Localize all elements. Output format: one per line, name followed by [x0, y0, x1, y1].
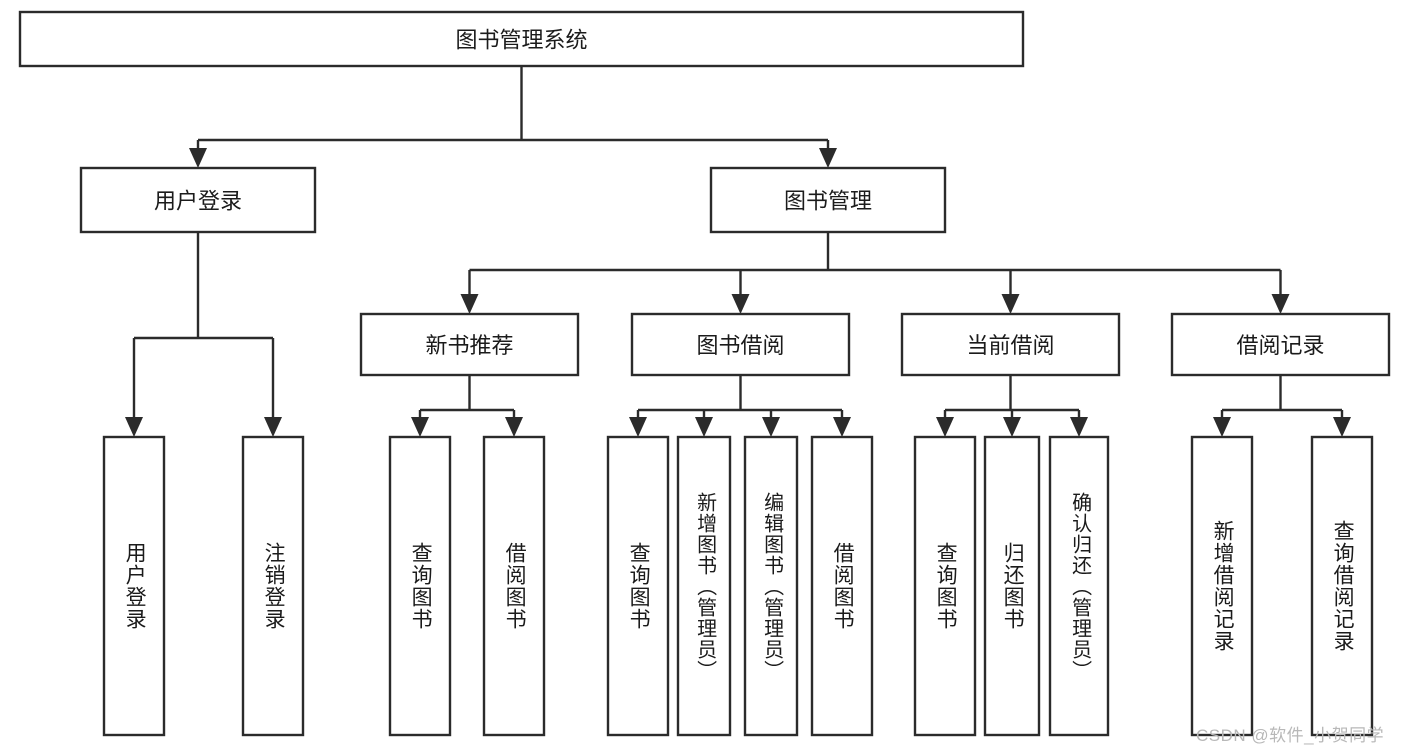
node-box-leaf-borrow-book[interactable] [810, 435, 874, 737]
arrow-head-icon [1333, 417, 1351, 437]
arrow-head-icon [695, 417, 713, 437]
node-label-current-borrow: 当前借阅 [966, 333, 1054, 358]
node-box-leaf-add-book[interactable] [676, 435, 732, 737]
node-box-book-borrow[interactable] [630, 312, 851, 377]
arrow-head-icon [833, 417, 851, 437]
arrow-head-icon [1003, 417, 1021, 437]
arrow-head-icon [189, 148, 207, 168]
node-box-borrow-record[interactable] [1170, 312, 1391, 377]
node-box-root[interactable] [18, 10, 1025, 68]
arrow-head-icon [1001, 294, 1020, 314]
node-label-new-book-rec: 新书推荐 [425, 333, 513, 358]
node-boxes-layer [18, 10, 1391, 737]
node-label-book-borrow: 图书借阅 [696, 333, 784, 358]
node-box-leaf-borrow-book-rec[interactable] [482, 435, 546, 737]
node-box-leaf-query-record[interactable] [1310, 435, 1374, 737]
arrow-head-icon [629, 417, 647, 437]
node-label-root: 图书管理系统 [455, 28, 587, 53]
node-label-borrow-record: 借阅记录 [1236, 333, 1324, 358]
node-box-leaf-query-book-cur[interactable] [913, 435, 977, 737]
node-box-book-manage[interactable] [709, 166, 947, 234]
arrow-head-icon [505, 417, 523, 437]
node-box-leaf-confirm-return[interactable] [1048, 435, 1110, 737]
node-box-leaf-logout[interactable] [241, 435, 305, 737]
watermark-text: CSDN @软件_小贺同学 [1196, 726, 1385, 745]
node-box-leaf-query-book-rec[interactable] [388, 435, 452, 737]
node-box-current-borrow[interactable] [900, 312, 1121, 377]
arrow-head-icon [762, 417, 780, 437]
arrow-head-icon [125, 417, 143, 437]
node-box-leaf-query-book[interactable] [606, 435, 670, 737]
arrow-head-icon [1271, 294, 1290, 314]
node-box-user-login[interactable] [79, 166, 317, 234]
arrow-head-icon [264, 417, 282, 437]
node-box-leaf-return-book[interactable] [983, 435, 1041, 737]
arrow-head-icon [1213, 417, 1231, 437]
node-box-leaf-add-record[interactable] [1190, 435, 1254, 737]
arrow-head-icon [731, 294, 750, 314]
node-label-user-login: 用户登录 [154, 189, 242, 214]
node-box-leaf-user-login[interactable] [102, 435, 166, 737]
arrow-head-icon [936, 417, 954, 437]
node-box-leaf-edit-book[interactable] [743, 435, 799, 737]
node-box-new-book-rec[interactable] [359, 312, 580, 377]
arrow-head-icon [411, 417, 429, 437]
arrow-head-icon [819, 148, 837, 168]
arrow-head-icon [460, 294, 479, 314]
connectors-layer [125, 66, 1351, 437]
arrow-head-icon [1070, 417, 1088, 437]
node-label-book-manage: 图书管理 [784, 189, 872, 214]
